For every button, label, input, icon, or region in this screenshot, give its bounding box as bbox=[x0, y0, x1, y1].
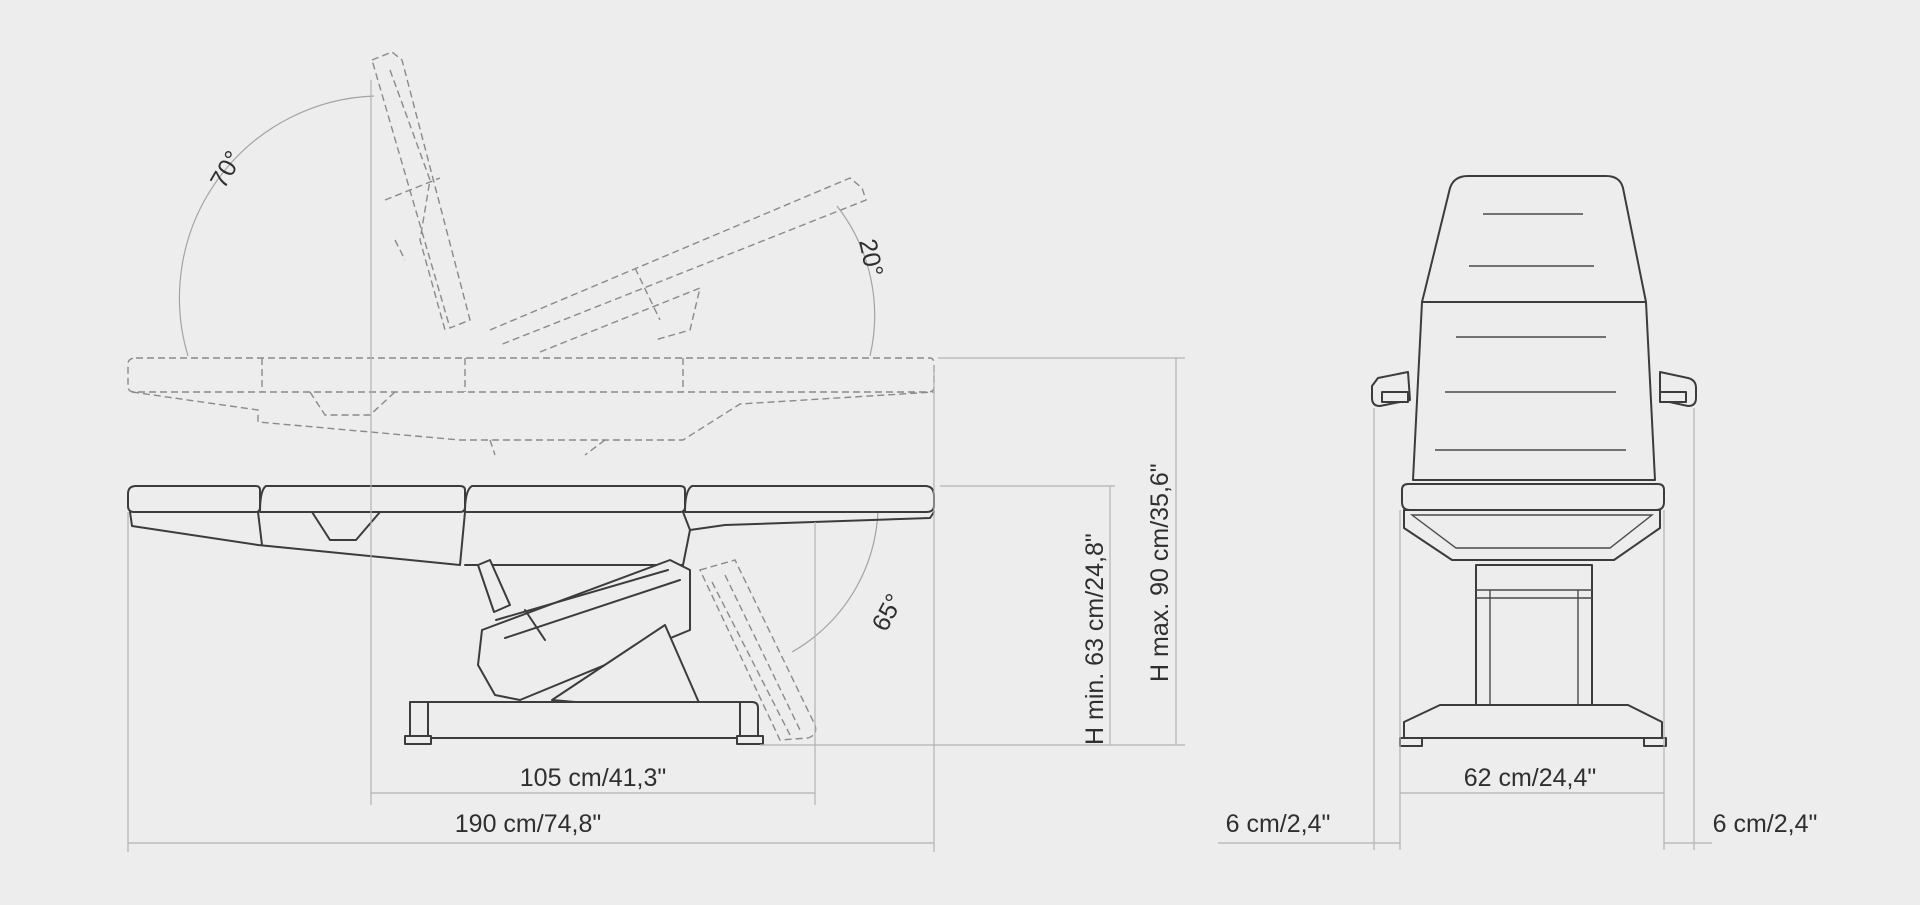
back-cushion bbox=[259, 485, 466, 513]
legrest-up-angle-label: 20° bbox=[853, 236, 888, 279]
seat-cushion bbox=[464, 485, 686, 513]
height-max-label: H max. 90 cm/35,6" bbox=[1146, 463, 1174, 682]
side-dimension-lines bbox=[127, 80, 1185, 852]
lowered-legrest-outline bbox=[699, 559, 817, 741]
seat-length-label: 105 cm/41,3" bbox=[520, 764, 666, 792]
legrest-down-angle-label: 65° bbox=[867, 589, 909, 636]
backrest-angle-arc bbox=[178, 95, 375, 357]
lift-base bbox=[404, 559, 764, 745]
seat bbox=[1401, 483, 1665, 511]
armrest-left-label: 6 cm/2,4" bbox=[1226, 810, 1331, 838]
raised-legrest-outline bbox=[489, 177, 867, 353]
couch-top bbox=[127, 485, 935, 566]
seat-frame bbox=[1403, 509, 1661, 561]
front-view: 62 cm/24,4" 6 cm/2,4" 6 cm/2,4" bbox=[1218, 175, 1818, 850]
height-min-label: H min. 63 cm/24,8" bbox=[1081, 533, 1109, 745]
front-base bbox=[1403, 704, 1663, 739]
raised-backrest-outline bbox=[371, 51, 471, 331]
backrest bbox=[1412, 301, 1656, 481]
armrest-right-label: 6 cm/2,4" bbox=[1713, 810, 1818, 838]
backrest-angle-label: 70° bbox=[205, 146, 248, 193]
head-cushion bbox=[127, 485, 261, 513]
elevated-position-outline bbox=[127, 357, 935, 456]
front-dimension-lines bbox=[1218, 408, 1712, 850]
headrest bbox=[1421, 175, 1647, 303]
side-view: 70° 20° 65° H min. 63 cm/24,8" H max. 90… bbox=[127, 51, 1185, 852]
leg-cushion bbox=[684, 485, 935, 513]
total-length-label: 190 cm/74,8" bbox=[455, 810, 601, 838]
front-width-label: 62 cm/24,4" bbox=[1464, 764, 1597, 792]
legrest-up-angle-arc bbox=[836, 205, 876, 357]
lift-column bbox=[1475, 564, 1593, 706]
